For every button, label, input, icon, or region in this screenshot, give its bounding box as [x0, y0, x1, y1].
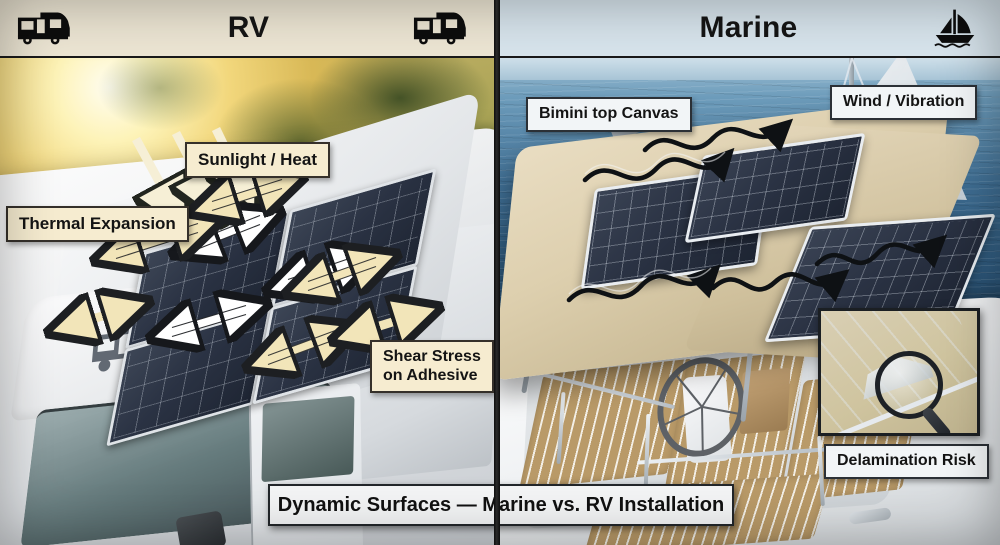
header-marine-title: Marine	[699, 11, 798, 44]
label-line: Sunlight / Heat	[198, 150, 317, 169]
label-line: Delamination Risk	[837, 452, 976, 469]
horizon-line	[497, 58, 1000, 80]
wheel-spoke	[701, 366, 728, 408]
wheel-spoke	[701, 406, 704, 452]
header-marine: Marine	[497, 0, 1000, 58]
label-line: Wind / Vibration	[843, 93, 965, 110]
wheel-spoke	[674, 373, 703, 408]
caption-text: Dynamic Surfaces — Marine vs. RV Install…	[277, 493, 725, 516]
wheel-spoke	[660, 405, 703, 428]
rv-icon	[14, 8, 72, 48]
magnifier-icon	[875, 351, 943, 419]
label-wind-vibration: Wind / Vibration	[830, 85, 978, 120]
delamination-magnifier-inset	[818, 308, 980, 436]
rv-panel: Thermal Expansion Sunlight / Heat Shear …	[0, 58, 497, 545]
label-line: Thermal Expansion	[19, 214, 176, 233]
magnifier-handle-icon	[920, 405, 953, 433]
label-delamination-risk: Delamination Risk	[824, 444, 989, 479]
rv-side-window	[261, 395, 355, 483]
label-sunlight-heat: Sunlight / Heat	[185, 142, 330, 178]
caption-banner: Dynamic Surfaces — Marine vs. RV Install…	[268, 484, 734, 526]
sailboat-icon	[926, 8, 984, 48]
label-line: Shear Stress	[383, 348, 481, 365]
rv-icon	[410, 8, 468, 48]
marine-panel: Bimini top Canvas Wind / Vibration Delam…	[497, 58, 1000, 545]
header-rv-title: RV	[227, 11, 270, 44]
label-bimini-top-canvas: Bimini top Canvas	[526, 97, 692, 132]
wheel-spoke	[701, 405, 744, 416]
label-shear-stress: Shear Stress on Adhesive	[370, 340, 494, 394]
label-line: Bimini top Canvas	[539, 105, 679, 122]
panel-divider	[494, 0, 500, 545]
label-line: on Adhesive	[383, 366, 478, 384]
header-rv: RV	[0, 0, 497, 58]
label-thermal-expansion: Thermal Expansion	[6, 206, 189, 242]
